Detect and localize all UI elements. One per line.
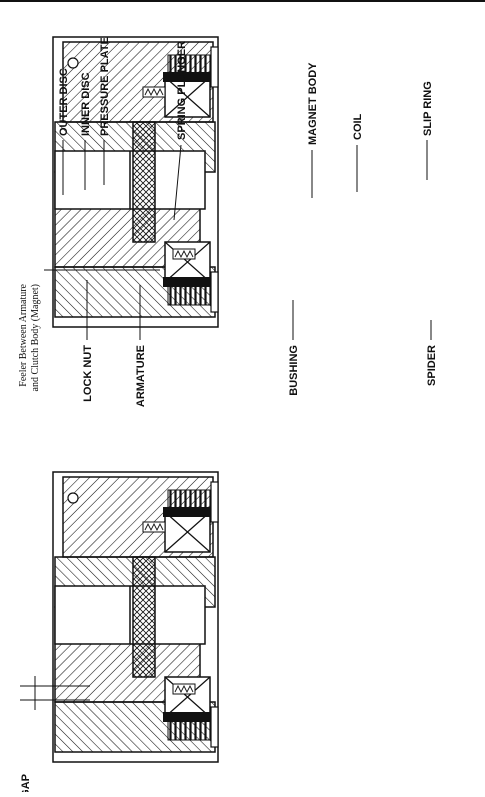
label-coil: COIL: [352, 113, 364, 140]
label-bushing: BUSHING: [288, 345, 300, 396]
label-lock-nut: LOCK NUT: [82, 345, 94, 402]
feeler-note-line1: Feeler Between Armature: [18, 283, 29, 386]
clutch-section-upper: [52, 36, 219, 328]
label-outer-disc: OUTER DISC: [58, 68, 70, 136]
label-inner-disc: INNER DISC: [80, 72, 92, 136]
label-magnet-body: MAGNET BODY: [307, 62, 319, 145]
top-rule: [0, 0, 485, 2]
spring-plunger-leader: [173, 144, 182, 221]
air-gap-marker: [20, 676, 90, 710]
label-slip-ring: SLIP RING: [422, 81, 434, 136]
label-spider: SPIDER: [426, 345, 438, 386]
label-pressure-plate: PRESSURE PLATE: [99, 37, 111, 136]
clutch-section-lower: [52, 471, 219, 763]
label-armature: ARMATURE: [135, 345, 147, 407]
feeler-note-line2: and Clutch Body (Magnet): [30, 284, 41, 391]
label-spring-plunger: SPRING PLUNGER: [176, 41, 188, 140]
label-air-gap: AIR GAP: [20, 774, 32, 792]
